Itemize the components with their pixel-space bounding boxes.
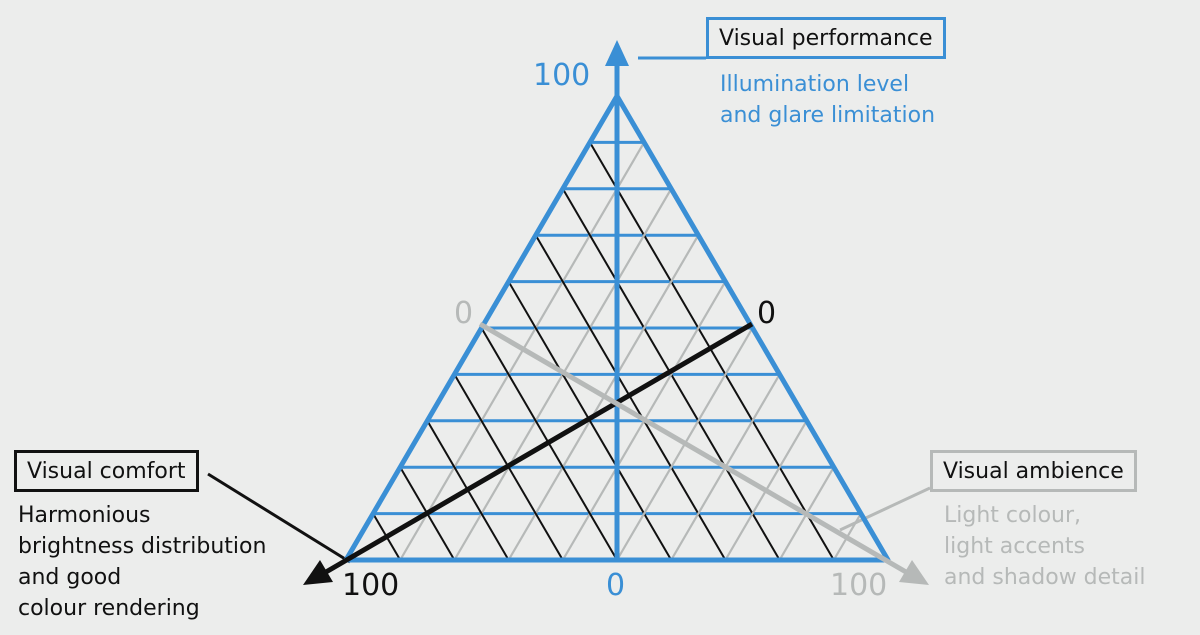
comfort-arrow-icon xyxy=(303,560,333,585)
performance-title: Visual performance xyxy=(719,26,933,51)
comfort-title: Visual comfort xyxy=(27,459,186,484)
comfort-leader-line xyxy=(207,472,351,564)
comfort-min-label: 0 xyxy=(757,296,777,331)
triangle-outline xyxy=(343,93,891,563)
comfort-title-box: Visual comfort xyxy=(14,450,199,492)
ambience-description: Light colour, light accents and shadow d… xyxy=(944,500,1146,593)
performance-title-box: Visual performance xyxy=(706,17,946,59)
comfort-description-line: Harmonious xyxy=(18,503,151,528)
ambience-axis-line xyxy=(478,321,908,575)
grid-line-comfort xyxy=(534,234,727,561)
ambience-description-line: light accents xyxy=(944,534,1085,559)
ambience-arrow-icon xyxy=(899,560,929,585)
comfort-description-line: colour rendering xyxy=(18,596,200,621)
performance-arrow-icon xyxy=(605,40,629,66)
comfort-description-line: brightness distribution xyxy=(18,534,267,559)
ambience-description-line: and shadow detail xyxy=(944,565,1146,590)
ambience-title-box: Visual ambience xyxy=(930,450,1137,492)
comfort-description-line: and good xyxy=(18,565,122,590)
performance-description-line: Illumination level xyxy=(720,72,910,97)
comfort-max-label: 100 xyxy=(342,568,400,603)
performance-min-label: 0 xyxy=(606,568,626,603)
grid-line-comfort xyxy=(589,141,835,561)
comfort-axis-line xyxy=(324,321,754,575)
performance-max-label: 100 xyxy=(533,58,591,93)
ambience-max-label: 100 xyxy=(830,568,888,603)
performance-description-line: and glare limitation xyxy=(720,103,936,128)
ambience-leader-line xyxy=(839,486,931,532)
comfort-description: Harmonious brightness distribution and g… xyxy=(18,500,266,624)
ambience-min-label: 0 xyxy=(454,296,474,331)
ambience-title: Visual ambience xyxy=(943,459,1124,484)
ambience-description-line: Light colour, xyxy=(944,503,1082,528)
performance-description: Illumination level and glare limitation xyxy=(720,69,935,131)
